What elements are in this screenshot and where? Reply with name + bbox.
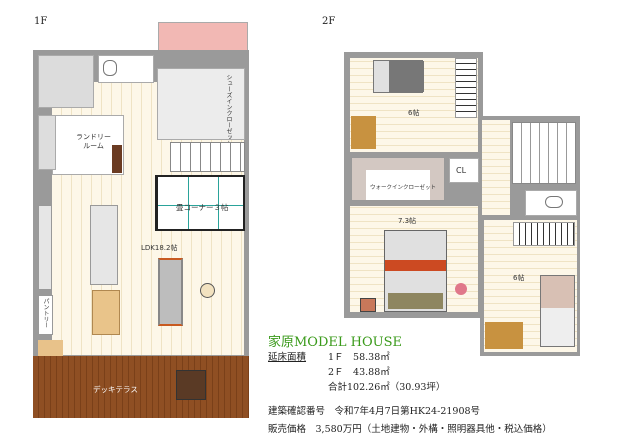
sale-price: 販売価格 3,580万円（土地建物・外構・照明器具他・税込価格） <box>268 424 552 435</box>
bathroom <box>38 55 94 108</box>
storage-cabinet <box>112 145 122 173</box>
staircase <box>170 142 245 172</box>
pantry-label: パントリー <box>42 298 49 328</box>
laundry-label: ランドリー ルーム <box>76 133 111 150</box>
floor2-label: 2F <box>322 16 336 27</box>
closet <box>449 158 479 183</box>
walk-in-closet <box>351 157 445 201</box>
deck-table <box>176 370 206 400</box>
tatami-label: 畳コーナー３帖 <box>176 203 229 212</box>
permit-number: 建築確認番号 令和7年4月7日第HK24-21908号 <box>268 406 481 417</box>
floor1-area: 1Ｆ 58.38㎡ <box>328 352 390 363</box>
closet-label: CL <box>456 166 467 175</box>
floor-area-label: 延床面積 <box>268 352 307 363</box>
tatami-corner <box>155 175 245 231</box>
deck-terrace <box>33 356 249 418</box>
master-stool <box>455 283 467 295</box>
bedroom-b-desk <box>485 322 523 349</box>
bedroom-a-closet <box>455 58 477 118</box>
master-side-box <box>360 298 376 312</box>
staircase-2f <box>512 122 576 184</box>
round-table <box>200 283 215 298</box>
bedroom-b-label: 6帖 <box>513 274 525 282</box>
dining-table <box>92 290 120 335</box>
shoe-closet <box>157 68 245 140</box>
kitchen-counter <box>90 205 118 285</box>
shoe-closet-label: シューズインクローゼット <box>225 74 232 146</box>
total-area: 合計102.26㎡（30.93坪） <box>328 382 446 393</box>
deck-label: デッキテラス <box>93 385 138 394</box>
washbasin <box>38 115 56 170</box>
bedroom-b-bed <box>540 275 575 347</box>
bedroom-a-label: 6帖 <box>408 109 420 117</box>
ldk-label: LDK18.2帖 <box>141 244 178 252</box>
bedroom-a-bed <box>373 60 424 93</box>
floor1-label: 1F <box>34 16 48 27</box>
toilet-icon <box>103 60 117 76</box>
toilet-2f-icon <box>545 196 563 208</box>
hallway <box>482 120 510 215</box>
bedroom-a-desk <box>351 116 376 149</box>
master-bed <box>384 230 447 312</box>
property-title: 家原MODEL HOUSE <box>268 335 402 350</box>
pantry <box>38 295 53 335</box>
master-label: 7.3帖 <box>398 217 417 225</box>
sofa <box>158 258 183 326</box>
bedroom-b-closet <box>513 222 575 246</box>
kitchen-stove <box>38 205 52 290</box>
walk-in-closet-label: ウォークインクローゼット <box>370 185 437 191</box>
floor2-area: 2Ｆ 43.88㎡ <box>328 367 390 378</box>
